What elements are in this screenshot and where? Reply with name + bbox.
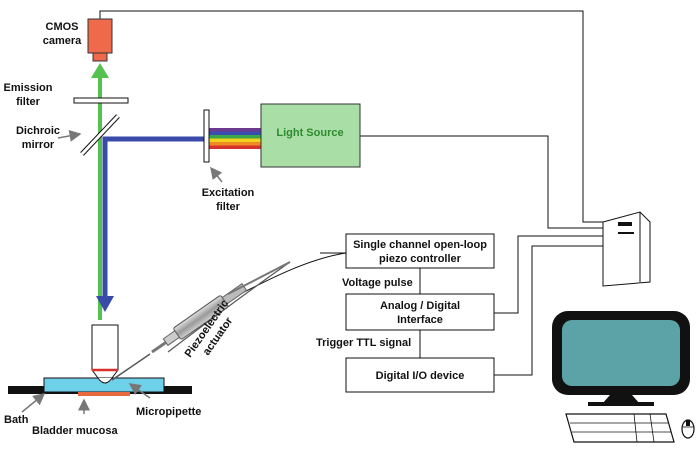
wire-digitalio-computer [494, 245, 603, 376]
micropipette-pointer [128, 383, 151, 399]
bath-pointer [21, 393, 46, 413]
excitation-arrowhead [96, 296, 114, 312]
piezo-cable [227, 252, 347, 301]
wire-camera-computer [99, 10, 603, 223]
emission-filter [73, 97, 129, 104]
voltage-pulse-label: Voltage pulse [342, 277, 413, 289]
wiring [99, 10, 603, 376]
camera-label-line2: camera [43, 35, 82, 47]
excitation-pointer [210, 166, 223, 183]
emission-label-line1: Emission [4, 82, 53, 94]
piezo-controller-label-line1: Single channel open-loop [353, 239, 487, 251]
light-source-label: Light Source [276, 127, 343, 139]
interface-box [345, 293, 495, 331]
excitation-filter [203, 109, 210, 163]
interface-label-line2: Interface [397, 314, 443, 326]
keyboard-icon [565, 413, 675, 443]
bath-label: Bath [4, 414, 29, 426]
camera-lens-mount [92, 52, 108, 62]
dichroic-label-line1: Dichroic [16, 125, 60, 137]
wire-interface-computer [494, 235, 603, 314]
actuator-rod [227, 261, 291, 295]
micropipette-label: Micropipette [136, 406, 201, 418]
digital-io-box [345, 357, 495, 393]
trigger-label: Trigger TTL signal [316, 337, 411, 349]
wire-lightsource-computer [360, 135, 603, 229]
digital-io-label: Digital I/O device [376, 370, 465, 382]
mouse-icon [681, 419, 695, 439]
dichroic-label-line2: mirror [22, 139, 55, 151]
camera [87, 18, 113, 62]
camera-label-line1: CMOS [46, 21, 79, 33]
dichroic-pointer [57, 129, 82, 142]
micropipette-icon [111, 353, 151, 381]
camera-body [87, 18, 113, 54]
monitor-icon [552, 311, 690, 406]
bladder-mucosa [78, 392, 130, 396]
piezo-actuator-icon [162, 283, 248, 347]
pipette-cable [167, 261, 291, 353]
excitation-label-line2: filter [216, 201, 241, 213]
excitation-beam [102, 136, 208, 298]
excitation-label-line1: Excitation [202, 187, 255, 199]
piezo-controller-box [345, 233, 495, 269]
objective-lens-icon [91, 324, 119, 379]
spectrum-beam [209, 128, 261, 149]
emission-arrowhead [91, 63, 109, 78]
computer-tower-icon [602, 211, 651, 287]
emission-label-line2: filter [16, 96, 41, 108]
interface-label-line1: Analog / Digital [380, 300, 460, 312]
bladder-label: Bladder mucosa [32, 425, 118, 437]
light-source-box [260, 103, 361, 168]
piezo-controller-label-line2: piezo controller [379, 253, 462, 265]
